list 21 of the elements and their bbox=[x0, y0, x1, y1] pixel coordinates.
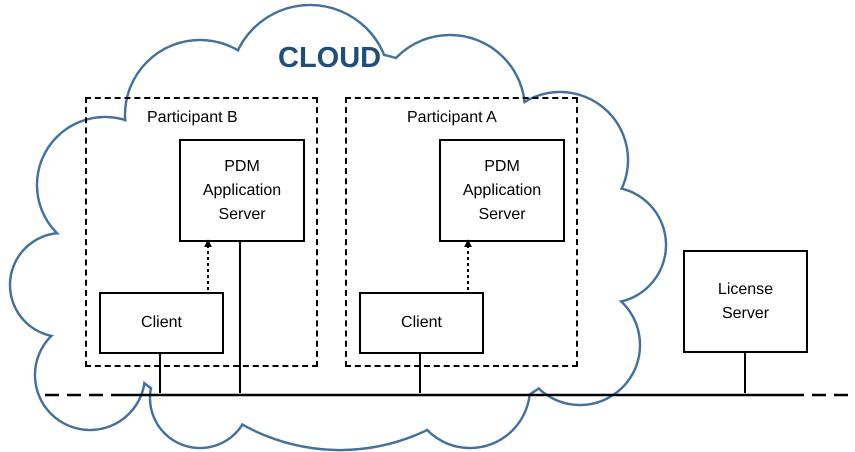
process-box bbox=[683, 250, 808, 353]
box-label: Client bbox=[400, 313, 443, 333]
connector-line bbox=[419, 352, 421, 393]
box-label: PDM Application Server bbox=[202, 156, 282, 224]
connector-line bbox=[744, 353, 746, 393]
process-box bbox=[359, 292, 484, 354]
cloud-title: CLOUD bbox=[278, 42, 382, 75]
arrow bbox=[464, 239, 472, 290]
box-label: PDM Application Server bbox=[462, 156, 542, 224]
group-frame bbox=[85, 97, 318, 367]
process-box bbox=[99, 292, 224, 354]
box-label: Client bbox=[140, 313, 183, 333]
connector-line bbox=[239, 240, 241, 393]
group-frame bbox=[345, 97, 578, 367]
process-box bbox=[439, 139, 565, 242]
box-label: License Server bbox=[716, 280, 774, 324]
group-label: Participant A bbox=[407, 109, 497, 127]
connector-line bbox=[159, 352, 161, 393]
group-label: Participant B bbox=[147, 109, 238, 127]
process-box bbox=[179, 139, 305, 242]
arrow bbox=[204, 239, 212, 290]
